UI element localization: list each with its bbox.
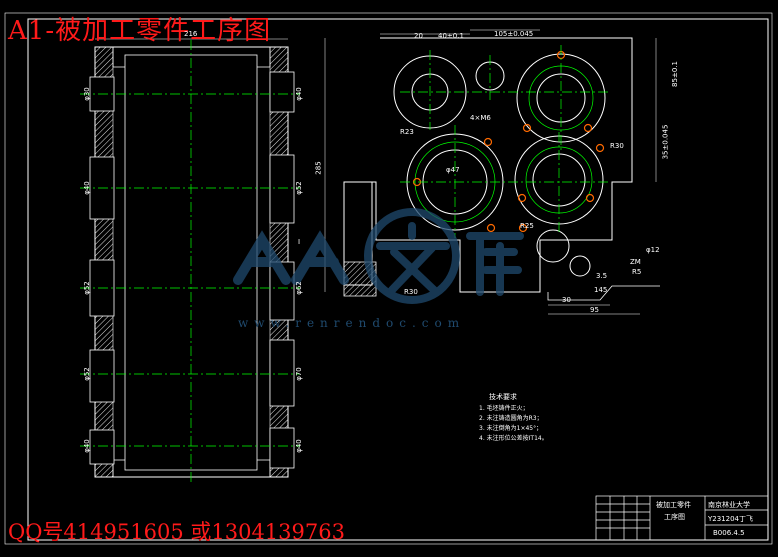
title-block-part-name: 被加工零件 [656, 501, 691, 509]
dim-left-3: φ52 [82, 367, 91, 381]
dim-top-1: 40±0.1 [438, 32, 464, 40]
title-block-date: B006.4.5 [713, 529, 745, 537]
notes-item: 4. 未注形位公差按IT14。 [479, 435, 548, 442]
outer-border [4, 12, 773, 545]
dim-right-1: φ52 [294, 181, 303, 195]
dim-bottom-1: 95 [590, 306, 599, 314]
dim-bottom-5: ZM [630, 258, 641, 266]
dim-right-2: φ62 [294, 281, 303, 295]
dim-left-0: φ30 [82, 87, 91, 101]
dim-hole-0: 4×M6 [470, 114, 491, 122]
dim-right-v0: 85±0.1 [670, 61, 679, 87]
overlay-title: A1-被加工零件工序图 [8, 16, 272, 46]
title-block-frame [595, 495, 769, 541]
dim-left-2: φ52 [82, 281, 91, 295]
overlay-contact: QQ号414951605 或1304139763 [8, 520, 345, 544]
section-mark: I [298, 238, 301, 246]
notes-item: 1. 毛坯铸件正火； [479, 405, 529, 412]
dim-right-v1: 35±0.045 [661, 124, 670, 160]
dim-right-4: φ40 [294, 439, 303, 453]
notes-item: 3. 未注倒角为1×45°； [479, 425, 543, 432]
title-block-school: 南京林业大学 [708, 501, 750, 509]
dim-left-top: 216 [184, 30, 198, 38]
dim-left-4: φ40 [82, 439, 91, 453]
dim-top-2: 105±0.045 [494, 30, 534, 38]
dim-bottom-2: 145 [594, 286, 608, 294]
dim-radius-0: R23 [400, 128, 414, 136]
technical-notes: 技术要求 1. 毛坯铸件正火； 2. 未注铸造圆角为R3； 3. 未注倒角为1×… [479, 392, 548, 444]
dim-left-1: φ40 [82, 181, 91, 195]
watermark-logo [233, 208, 524, 304]
title-block-doc-type: 工序图 [664, 513, 685, 521]
title-block-student: Y231204丁飞 [708, 515, 753, 523]
dim-hole-1: φ47 [446, 166, 460, 174]
dim-bottom-4: 3.5 [596, 272, 608, 280]
dim-bottom-3: φ12 [646, 246, 660, 254]
dim-right-3: φ70 [294, 367, 303, 381]
dim-radius-2: R25 [520, 222, 534, 230]
notes-item: 2. 未注铸造圆角为R3； [479, 415, 543, 422]
dim-bottom-0: 30 [562, 296, 571, 304]
dim-radius-1: R30 [610, 142, 624, 150]
inner-border [27, 18, 769, 541]
notes-title: 技术要求 [489, 393, 517, 401]
dim-bottom-6: R30 [404, 288, 418, 296]
dim-height: 285 [314, 161, 323, 175]
dim-radius-3: R5 [632, 268, 642, 276]
watermark-url: www.renrendoc.com [238, 316, 466, 330]
dim-right-0: φ40 [294, 87, 303, 101]
dim-top-0: 20 [414, 32, 423, 40]
